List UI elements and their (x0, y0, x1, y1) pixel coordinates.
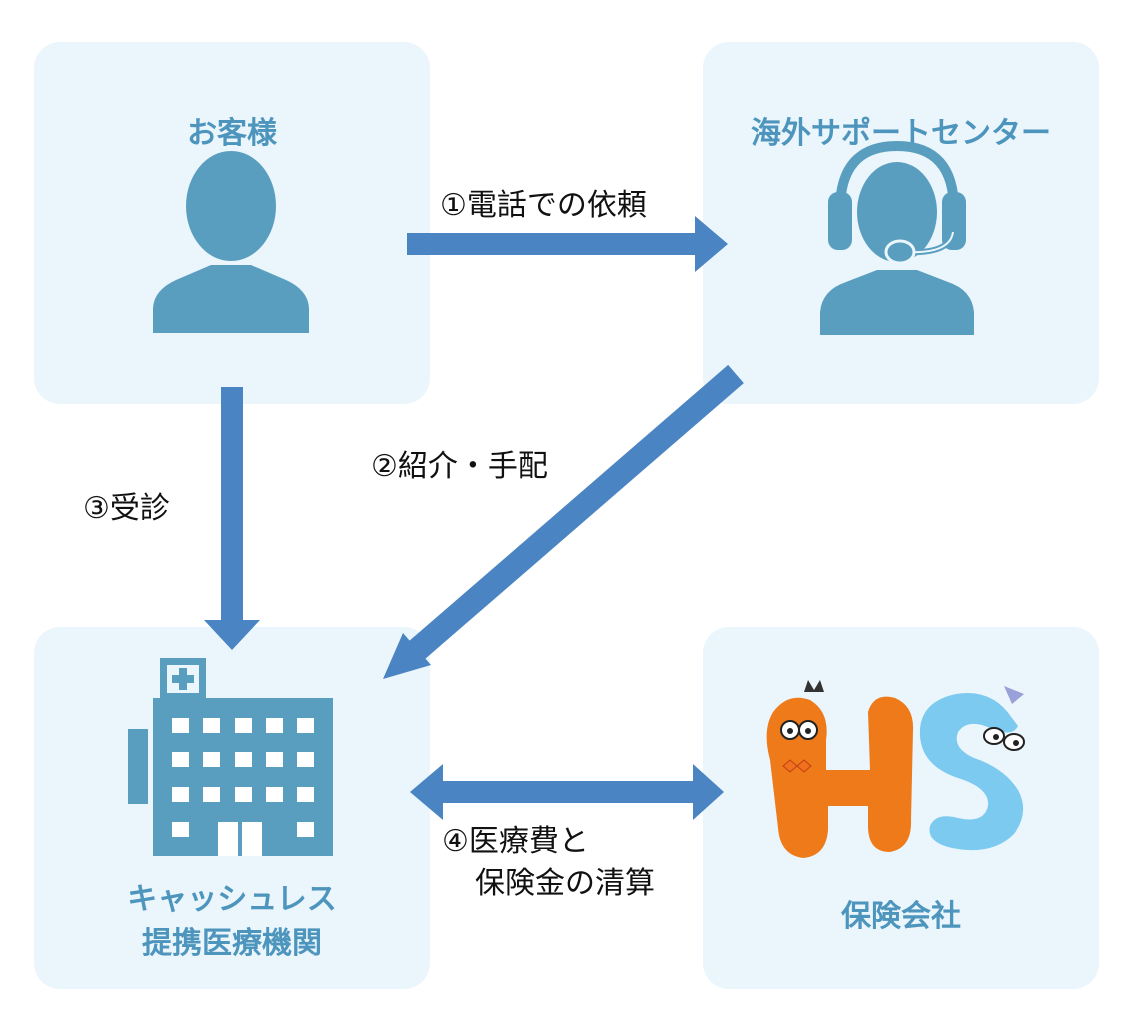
support-center-box: 海外サポートセンター (703, 42, 1099, 404)
medical-title-line1: キャッシュレス (127, 882, 337, 917)
step3-label: ③受診 (83, 491, 170, 526)
customer-title: お客様 (187, 116, 277, 151)
step1-label: ①電話での依頼 (440, 188, 647, 223)
medical-title-line2: 提携医療機関 (142, 926, 322, 961)
person-icon (153, 151, 309, 333)
step4-label-line2: 保険金の清算 (475, 866, 655, 901)
step2-label: ②紹介・手配 (371, 449, 548, 484)
headset-person-icon (820, 140, 974, 335)
insurer-title: 保険会社 (841, 899, 961, 934)
arrow-support-to-medical (383, 364, 744, 679)
hs-logo (766, 680, 1025, 858)
arrow-medical-insurer-bidirectional (410, 764, 724, 820)
hospital-icon (128, 658, 333, 856)
arrow-customer-to-medical (204, 387, 260, 650)
step4-label-line1: ④医療費と (442, 824, 589, 859)
arrow-customer-to-support (407, 216, 728, 272)
